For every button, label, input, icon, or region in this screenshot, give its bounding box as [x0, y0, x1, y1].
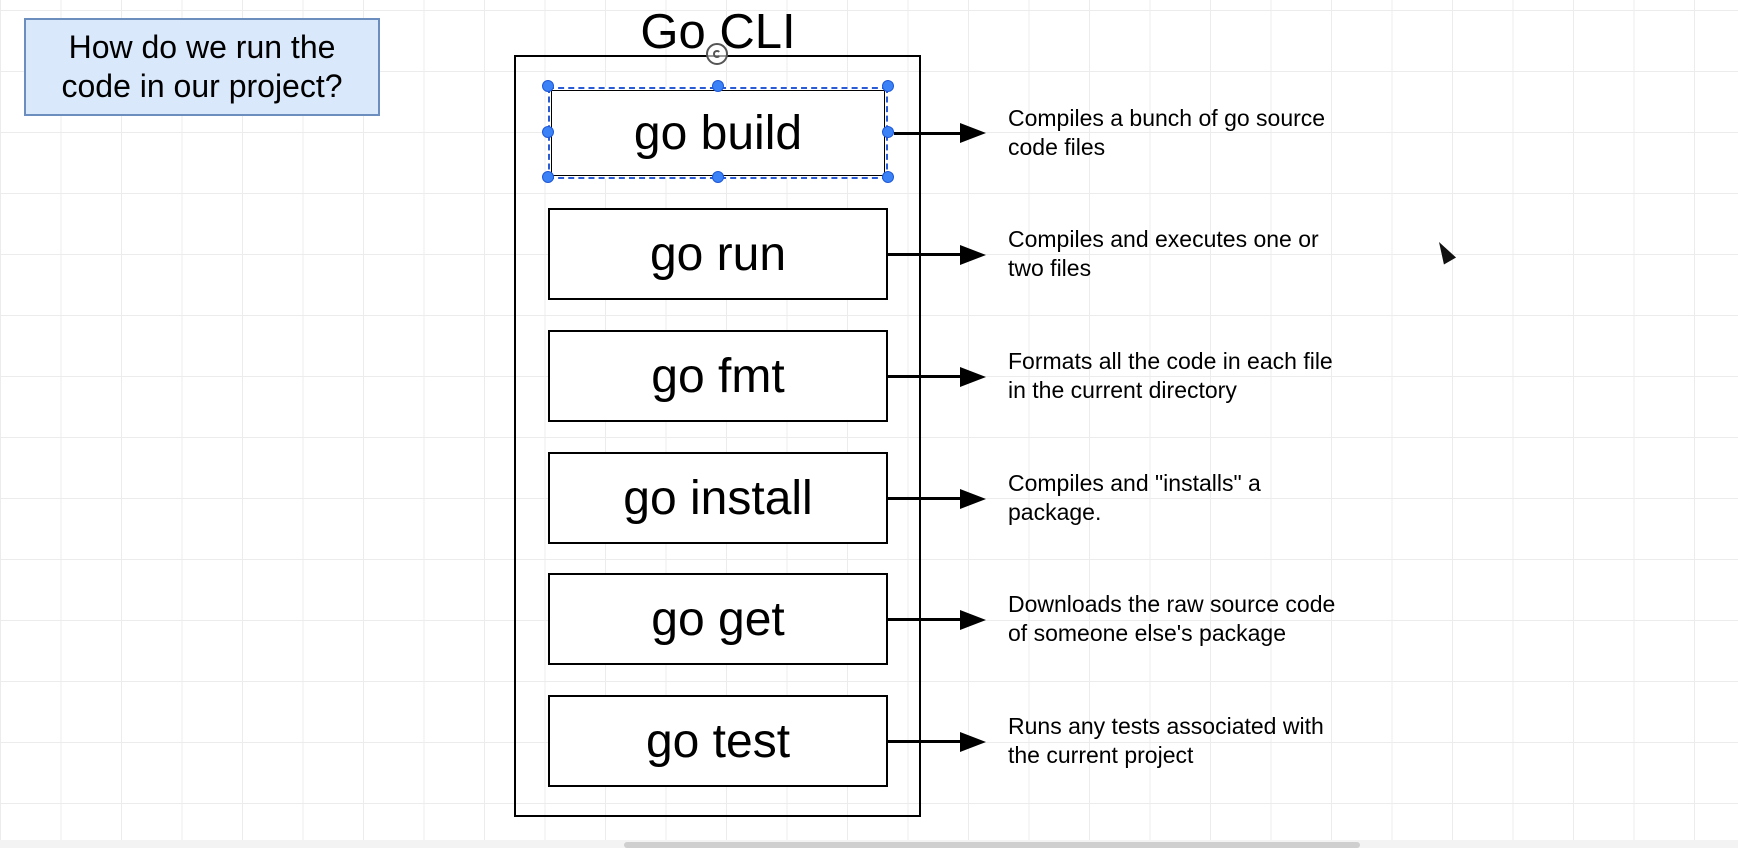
resize-handle-left[interactable] [542, 126, 554, 138]
question-note[interactable]: How do we run the code in our project? [24, 18, 380, 116]
description-go-fmt[interactable]: Formats all the code in each file in the… [1008, 347, 1408, 405]
question-line-2: code in our project? [61, 68, 343, 104]
arrow-go-get[interactable] [888, 618, 960, 621]
description-line: package. [1008, 499, 1102, 525]
command-box-go-install[interactable]: go install [548, 452, 888, 544]
description-go-get[interactable]: Downloads the raw source code of someone… [1008, 590, 1408, 648]
resize-handle-bottom[interactable] [712, 171, 724, 183]
command-label: go get [651, 592, 785, 646]
description-line: code files [1008, 134, 1106, 160]
arrowhead-go-get [960, 610, 986, 630]
arrowhead-go-run [960, 245, 986, 265]
arrow-go-build[interactable] [894, 132, 960, 135]
command-label: go test [645, 714, 791, 768]
description-go-install[interactable]: Compiles and "installs" a package. [1008, 469, 1408, 527]
resize-handle-top-left[interactable] [542, 80, 554, 92]
resize-handle-right[interactable] [882, 126, 894, 138]
command-label: go fmt [651, 349, 785, 403]
arrowhead-go-install [960, 489, 986, 509]
command-box-go-build[interactable]: go build [548, 87, 888, 179]
description-go-test[interactable]: Runs any tests associated with the curre… [1008, 712, 1408, 770]
mouse-pointer-icon [1432, 238, 1457, 265]
arrow-go-fmt[interactable] [888, 375, 960, 378]
command-label: go build [633, 106, 803, 160]
command-box-go-get[interactable]: go get [548, 573, 888, 665]
horizontal-scrollbar-thumb[interactable] [624, 842, 1360, 848]
command-box-go-run[interactable]: go run [548, 208, 888, 300]
description-line: of someone else's package [1008, 620, 1287, 646]
arrow-go-install[interactable] [888, 497, 960, 500]
description-line: Compiles and executes one or [1008, 226, 1319, 252]
description-line: Downloads the raw source code [1008, 591, 1336, 617]
resize-handle-bottom-left[interactable] [542, 171, 554, 183]
description-line: Runs any tests associated with [1008, 713, 1324, 739]
description-line: Compiles a bunch of go source [1008, 105, 1326, 131]
arrowhead-go-fmt [960, 367, 986, 387]
arrow-go-test[interactable] [888, 740, 960, 743]
description-line: two files [1008, 255, 1092, 281]
rotate-icon[interactable] [706, 43, 728, 65]
description-line: Formats all the code in each file [1008, 348, 1333, 374]
description-go-build[interactable]: Compiles a bunch of go source code files [1008, 104, 1408, 162]
arrowhead-go-test [960, 732, 986, 752]
command-label: go run [649, 227, 787, 281]
arrow-go-run[interactable] [888, 253, 960, 256]
command-label: go install [623, 471, 813, 525]
description-go-run[interactable]: Compiles and executes one or two files [1008, 225, 1408, 283]
description-line: in the current directory [1008, 377, 1237, 403]
command-box-go-test[interactable]: go test [548, 695, 888, 787]
description-line: the current project [1008, 742, 1194, 768]
command-box-go-fmt[interactable]: go fmt [548, 330, 888, 422]
resize-handle-top[interactable] [712, 80, 724, 92]
description-line: Compiles and "installs" a [1008, 470, 1261, 496]
resize-handle-bottom-right[interactable] [882, 171, 894, 183]
arrowhead-go-build [960, 123, 986, 143]
resize-handle-top-right[interactable] [882, 80, 894, 92]
question-line-1: How do we run the [68, 29, 336, 65]
